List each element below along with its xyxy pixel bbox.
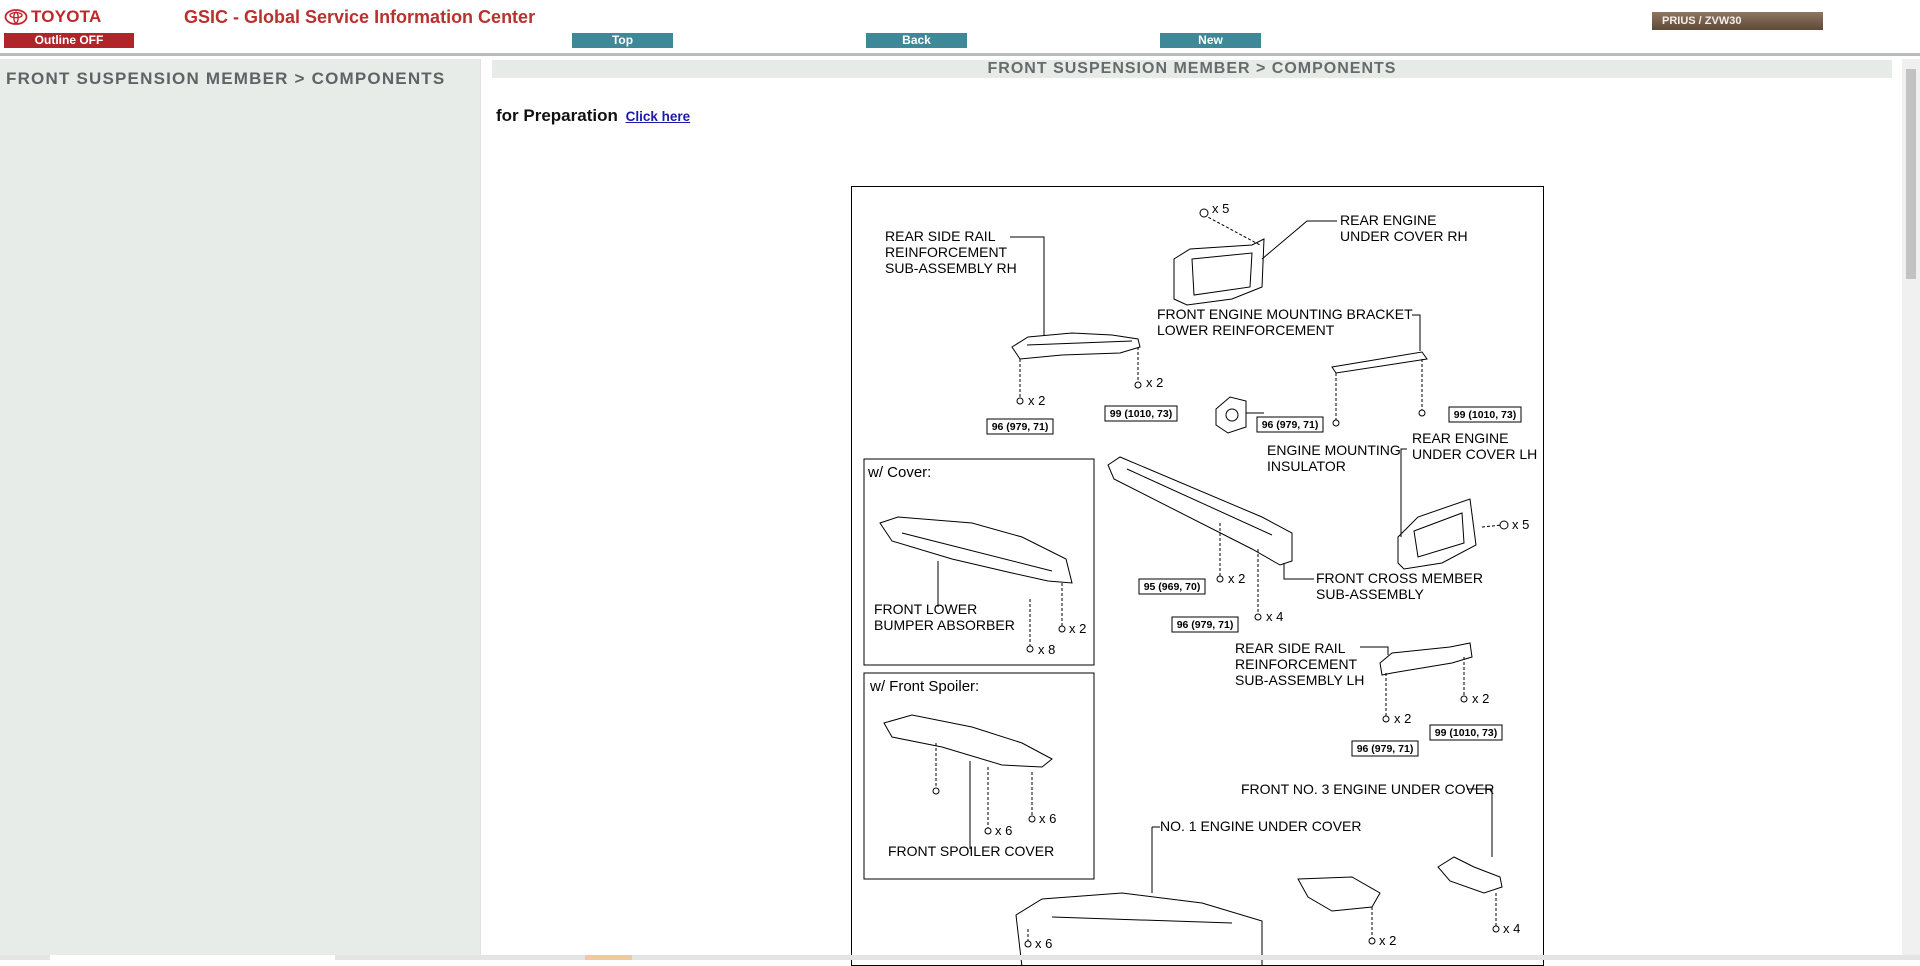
bolt-icon — [1460, 695, 1468, 703]
preparation-link[interactable]: Click here — [625, 109, 691, 124]
toyota-logo[interactable]: TOYOTA — [4, 6, 101, 28]
rear-side-rail-rh-part — [1011, 332, 1141, 360]
label-no1-cover: NO. 1 ENGINE UNDER COVER — [1160, 818, 1361, 834]
torque-label: 99 (1010, 73) — [1435, 727, 1497, 739]
diagram-canvas: 96 (979, 71) 99 (1010, 73) 96 (979, 71) … — [863, 201, 1537, 965]
bolt-icon — [1254, 613, 1262, 621]
qty-label: x 6 — [1039, 811, 1056, 826]
bolt-icon — [1028, 815, 1036, 823]
back-button[interactable]: Back — [866, 33, 967, 48]
main-content: FRONT SUSPENSION MEMBER > COMPONENTS for… — [480, 59, 1902, 966]
qty-label: x 5 — [1212, 201, 1229, 216]
bolt-icon — [1332, 419, 1340, 427]
qty-label: x 2 — [1228, 571, 1245, 586]
bolt-icon — [932, 787, 940, 795]
no1-engine-under-cover-part — [1015, 892, 1263, 965]
bolt-icon — [1016, 397, 1024, 405]
label-rear-side-rail-rh-2: REINFORCEMENT — [885, 244, 1008, 260]
qty-label: x 6 — [995, 823, 1012, 838]
top-button[interactable]: Top — [572, 33, 673, 48]
bracket-part — [1331, 351, 1428, 374]
torque-label: 95 (969, 70) — [1144, 581, 1201, 593]
bolt-icon — [1368, 937, 1376, 945]
bolt-icon — [1024, 940, 1032, 948]
outline-toggle-button[interactable]: Outline OFF — [4, 33, 134, 48]
sidebar-title[interactable]: FRONT SUSPENSION MEMBER > COMPONENTS — [6, 69, 446, 88]
label-bumper-absorber-2: BUMPER ABSORBER — [874, 617, 1015, 633]
label-front-no3-cover: FRONT NO. 3 ENGINE UNDER COVER — [1241, 781, 1494, 797]
label-bracket-2: LOWER REINFORCEMENT — [1157, 322, 1335, 338]
new-button[interactable]: New — [1160, 33, 1261, 48]
page-title: FRONT SUSPENSION MEMBER > COMPONENTS — [492, 60, 1892, 78]
label-rear-engine-cover-lh-2: UNDER COVER LH — [1412, 446, 1537, 462]
qty-label: x 2 — [1394, 711, 1411, 726]
insulator-part — [1215, 396, 1247, 434]
qty-label: x 4 — [1266, 609, 1283, 624]
bolt-icon — [1134, 381, 1142, 389]
label-rear-side-rail-lh-2: REINFORCEMENT — [1235, 656, 1358, 672]
bolt-icon — [1216, 575, 1224, 583]
bolt-icon — [1382, 715, 1390, 723]
clip-icon — [1499, 520, 1509, 530]
scrollbar-thumb[interactable] — [1906, 69, 1916, 279]
qty-label: x 6 — [1035, 936, 1052, 951]
app-title: GSIC - Global Service Information Center — [184, 7, 536, 27]
torque-label: 96 (979, 71) — [1357, 743, 1414, 755]
bolt-icon — [984, 827, 992, 835]
vehicle-badge: PRIUS / ZVW30 — [1652, 12, 1823, 30]
label-bumper-absorber-1: FRONT LOWER — [874, 601, 977, 617]
front-spoiler-cover-part — [883, 714, 1053, 768]
front-cross-member-part — [1107, 456, 1293, 566]
label-insulator-1: ENGINE MOUNTING — [1267, 442, 1401, 458]
front-lower-bumper-absorber-part — [879, 516, 1073, 584]
front-no3-cover-part — [1437, 856, 1503, 894]
bolt-icon — [1418, 409, 1426, 417]
vertical-scrollbar[interactable] — [1902, 59, 1920, 960]
torque-label: 96 (979, 71) — [1262, 419, 1319, 431]
torque-label: 99 (1010, 73) — [1454, 409, 1516, 421]
qty-label: x 2 — [1472, 691, 1489, 706]
label-rear-side-rail-rh-3: SUB-ASSEMBLY RH — [885, 260, 1017, 276]
torque-label: 96 (979, 71) — [992, 421, 1049, 433]
label-rear-engine-cover-rh-1: REAR ENGINE — [1340, 212, 1436, 228]
label-w-front-spoiler: w/ Front Spoiler: — [869, 678, 979, 695]
label-rear-side-rail-rh-1: REAR SIDE RAIL — [885, 228, 996, 244]
label-front-cross-member-2: SUB-ASSEMBLY — [1316, 586, 1425, 602]
no2-cover-part — [1297, 876, 1381, 912]
label-insulator-2: INSULATOR — [1267, 458, 1346, 474]
rear-side-rail-lh-part — [1379, 642, 1473, 676]
qty-label: x 4 — [1503, 921, 1520, 936]
label-bracket-1: FRONT ENGINE MOUNTING BRACKET — [1157, 306, 1413, 322]
preparation-text: for Preparation — [496, 106, 618, 125]
bottom-status-bar — [0, 955, 1920, 960]
qty-label: x 2 — [1379, 933, 1396, 948]
label-rear-engine-cover-lh-1: REAR ENGINE — [1412, 430, 1508, 446]
bolt-icon — [1026, 645, 1034, 653]
qty-label: x 2 — [1146, 375, 1163, 390]
torque-label: 99 (1010, 73) — [1110, 408, 1172, 420]
qty-label: x 2 — [1069, 621, 1086, 636]
label-front-cross-member-1: FRONT CROSS MEMBER — [1316, 570, 1483, 586]
label-front-spoiler-cover: FRONT SPOILER COVER — [888, 843, 1054, 859]
qty-label: x 2 — [1028, 393, 1045, 408]
rear-engine-cover-rh-part — [1173, 238, 1265, 306]
qty-label: x 5 — [1512, 517, 1529, 532]
label-w-cover: w/ Cover: — [867, 464, 931, 481]
preparation-line: for Preparation Click here — [496, 106, 690, 126]
torque-label: 96 (979, 71) — [1177, 619, 1234, 631]
header-bar: TOYOTA GSIC - Global Service Information… — [0, 0, 1920, 56]
bolt-icon — [1058, 625, 1066, 633]
brand-name: TOYOTA — [31, 7, 102, 26]
clip-icon — [1199, 208, 1209, 218]
qty-label: x 8 — [1038, 642, 1055, 657]
toyota-emblem-icon — [4, 9, 28, 25]
label-rear-side-rail-lh-1: REAR SIDE RAIL — [1235, 640, 1346, 656]
rear-engine-cover-lh-part — [1397, 498, 1477, 570]
label-rear-engine-cover-rh-2: UNDER COVER RH — [1340, 228, 1468, 244]
components-diagram: 96 (979, 71) 99 (1010, 73) 96 (979, 71) … — [851, 186, 1544, 966]
sidebar: FRONT SUSPENSION MEMBER > COMPONENTS — [0, 59, 480, 960]
label-rear-side-rail-lh-3: SUB-ASSEMBLY LH — [1235, 672, 1364, 688]
bolt-icon — [1492, 925, 1500, 933]
